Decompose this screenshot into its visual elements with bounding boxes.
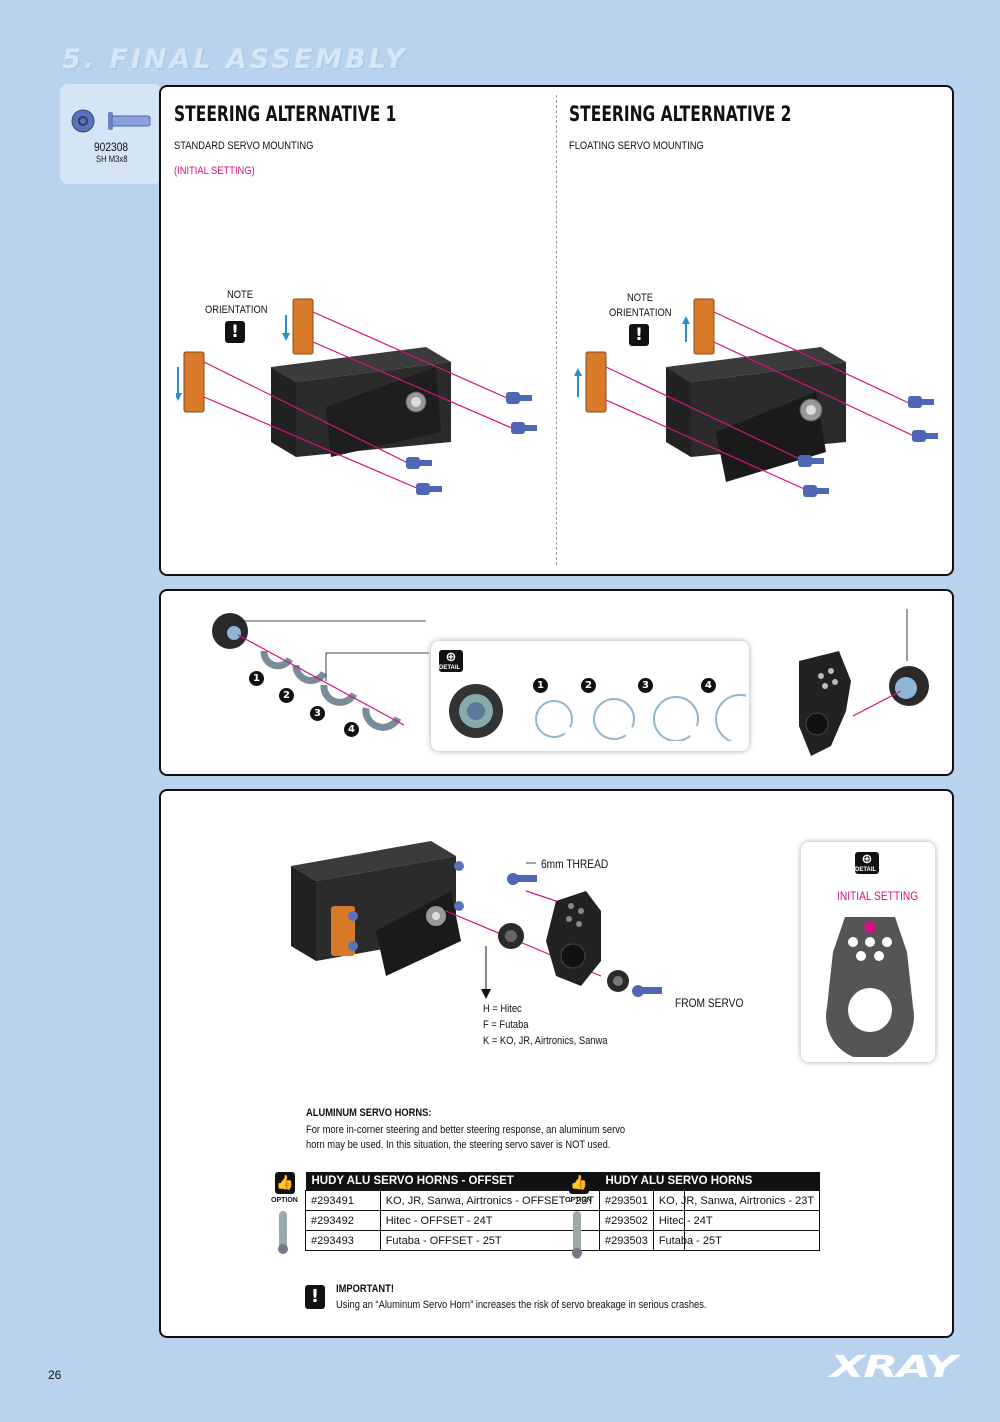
alt2-servo-illustration	[574, 298, 938, 497]
alt2-subtitle: FLOATING SERVO MOUNTING	[569, 140, 704, 152]
important-text: Using an “Aluminum Servo Horn” increases…	[336, 1299, 707, 1311]
brand-logo: XRAY	[830, 1350, 957, 1385]
part-number-cell: #293503	[599, 1230, 654, 1251]
detail-icon: ⊕	[439, 650, 463, 672]
option-label: OPTION	[271, 1197, 298, 1204]
detail-label: DETAIL	[855, 867, 877, 873]
part-number-cell: #293491	[305, 1190, 381, 1211]
divider	[556, 95, 557, 565]
warning-icon: !	[305, 1285, 325, 1309]
alt2-orientation-line2: ORIENTATION	[609, 307, 672, 319]
warning-icon: !	[225, 321, 245, 343]
part-number-cell: #293502	[599, 1210, 654, 1231]
detail-number-1: 1	[533, 678, 548, 693]
ring-number-1: 1	[249, 671, 264, 686]
alu-heading: ALUMINUM SERVO HORNS:	[306, 1107, 432, 1119]
servo-saver-panel: 1 2 3 4 ⊕ DETAIL 1 2 3 4	[159, 589, 954, 776]
important-heading: IMPORTANT!	[336, 1283, 394, 1295]
detail-number-4: 4	[701, 678, 716, 693]
ring-number-3: 3	[310, 706, 325, 721]
detail-number-3: 3	[638, 678, 653, 693]
part-desc-cell: Futaba - 25T	[652, 1230, 821, 1251]
screw-icon	[71, 109, 151, 133]
servo-saver-illustration	[799, 609, 929, 756]
alt1-orientation-line2: ORIENTATION	[205, 304, 268, 316]
alt2-title: STEERING ALTERNATIVE 2	[569, 102, 792, 126]
alt1-servo-illustration	[176, 298, 537, 495]
thumbs-up-icon: 👍	[275, 1172, 295, 1194]
detail-label: DETAIL	[439, 665, 461, 671]
option-label: OPTION	[565, 1197, 592, 1204]
part-desc-cell: Hitec - 24T	[652, 1210, 821, 1231]
ring-number-2: 2	[279, 688, 294, 703]
part-number-cell: #293493	[305, 1230, 381, 1251]
section-title: 5. FINAL ASSEMBLY	[62, 44, 408, 75]
legend-hitec: H = Hitec	[483, 1003, 522, 1015]
alt2-orientation-line1: NOTE	[627, 292, 653, 304]
initial-setting-card: ⊕ DETAIL INITIAL SETTING	[801, 842, 935, 1062]
part-number: 902308	[94, 140, 129, 154]
legend-ko: K = KO, JR, Airtronics, Sanwa	[483, 1035, 608, 1047]
alt1-subtitle: STANDARD SERVO MOUNTING	[174, 140, 314, 152]
alu-text-line2: horn may be used. In this situation, the…	[306, 1139, 611, 1151]
alt1-note: (INITIAL SETTING)	[174, 165, 255, 177]
part-description: SH M3x8	[96, 154, 128, 164]
alt1-title: STEERING ALTERNATIVE 1	[174, 102, 397, 126]
leader-line	[325, 652, 429, 681]
part-desc-cell: KO, JR, Sanwa, Airtronics - 23T	[652, 1190, 821, 1211]
ring-number-4: 4	[344, 722, 359, 737]
alu-text-line1: For more in-corner steering and better s…	[306, 1124, 626, 1136]
steering-alternatives-panel: STEERING ALTERNATIVE 1 STANDARD SERVO MO…	[159, 85, 954, 576]
part-number-cell: #293492	[305, 1210, 381, 1231]
page-number: 26	[48, 1368, 62, 1382]
thumbs-up-icon: 👍	[569, 1172, 589, 1194]
table-title: HUDY ALU SERVO HORNS	[599, 1172, 820, 1191]
ring-comparison-illustration	[449, 684, 746, 741]
part-number-cell: #293501	[599, 1190, 654, 1211]
alu-horn-offset-icon	[278, 1211, 288, 1254]
ring-detail-card: ⊕ DETAIL 1 2 3 4	[431, 641, 749, 751]
servo-horn-detail	[826, 917, 914, 1057]
thread-label: 6mm THREAD	[541, 857, 609, 871]
spring-rings-illustration	[212, 613, 426, 731]
table-title: HUDY ALU SERVO HORNS - OFFSET	[305, 1172, 685, 1191]
servo-horn-exploded-illustration	[291, 841, 662, 999]
legend-futaba: F = Futaba	[483, 1019, 529, 1031]
warning-icon: !	[629, 324, 649, 346]
from-servo-label: FROM SERVO	[675, 996, 744, 1010]
servo-horn-panel: 6mm THREAD FROM SERVO H = Hitec F = Futa…	[159, 789, 954, 1338]
alu-horn-icon	[572, 1211, 582, 1259]
initial-setting-label: INITIAL SETTING	[837, 889, 919, 903]
detail-icon: ⊕	[855, 852, 879, 874]
alt1-orientation-line1: NOTE	[227, 289, 253, 301]
part-callout: 902308 SH M3x8	[60, 84, 162, 184]
detail-number-2: 2	[581, 678, 596, 693]
